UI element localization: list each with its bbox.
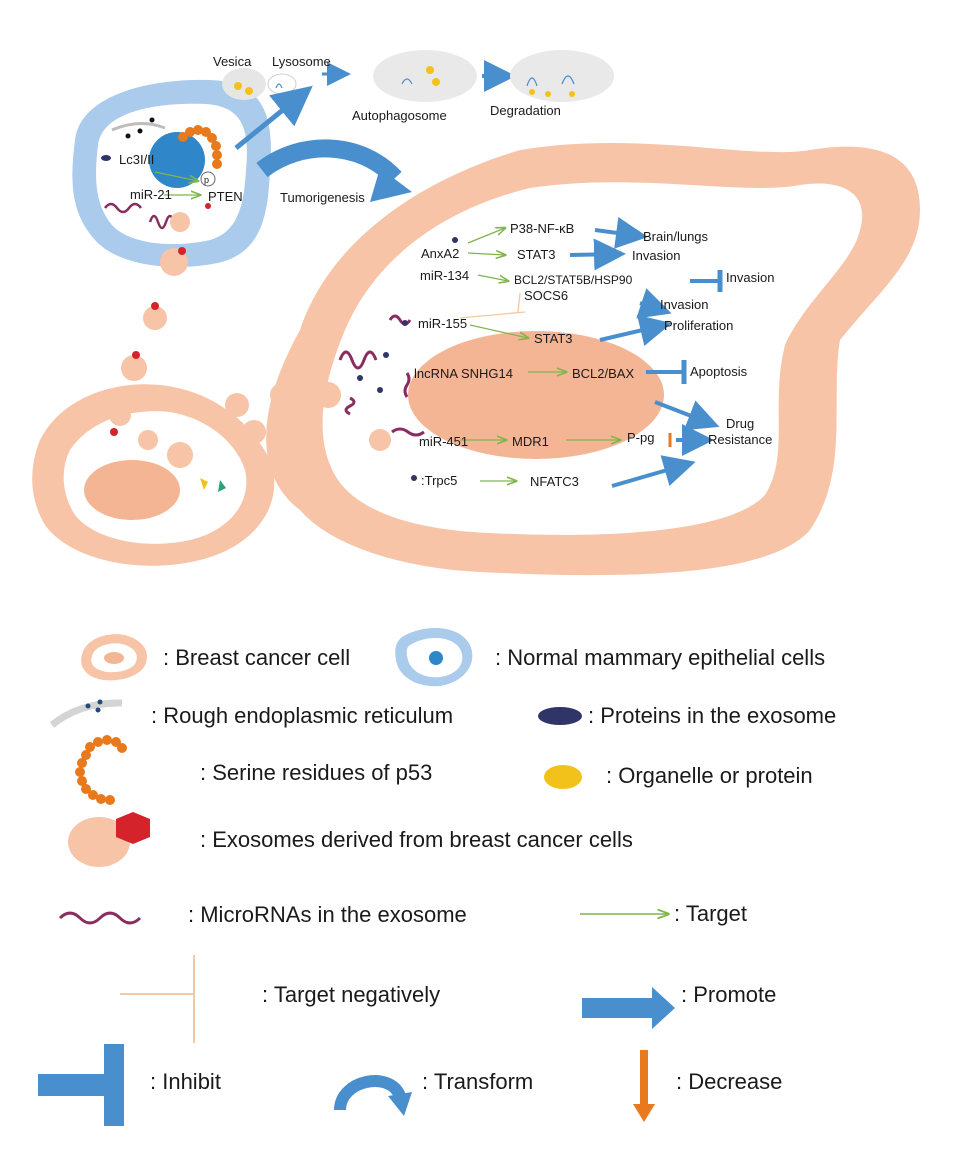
promote-arrow (234, 85, 313, 150)
label-p38: P38-NF-κB (510, 221, 574, 236)
legend-proteins: : Proteins in the exosome (538, 703, 836, 728)
legend-label-proteins: : Proteins in the exosome (588, 703, 836, 728)
exosome (160, 248, 188, 276)
proteins-in-cell (357, 237, 458, 481)
decrease-arrow-icon (640, 1050, 648, 1106)
legend-rough-er: : Rough endoplasmic reticulum (49, 699, 453, 728)
label-stat3-b: STAT3 (534, 331, 573, 346)
label-nfatc3: NFATC3 (530, 474, 579, 489)
label-proliferation: Proliferation (664, 318, 733, 333)
label-bcl2-stat5b: BCL2/STAT5B/HSP90 (514, 273, 633, 287)
label-autophagosome: Autophagosome (352, 108, 447, 123)
label-vesica: Vesica (213, 54, 252, 69)
legend-label-inhibit: : Inhibit (150, 1069, 221, 1094)
exosome-icon (68, 817, 130, 867)
label-lysosome: Lysosome (272, 54, 331, 69)
legend-label-micrornas: : MicroRNAs in the exosome (188, 902, 467, 927)
label-invasion-b: Invasion (726, 270, 774, 285)
legend-label-organelle: : Organelle or protein (606, 763, 813, 788)
organelle-icon (544, 765, 582, 789)
legend-label-target: : Target (674, 901, 747, 926)
label-invasion-c: Invasion (660, 297, 708, 312)
label-pten: PTEN (208, 189, 243, 204)
label-drug: Drug (726, 416, 754, 431)
legend-promote: : Promote (582, 982, 776, 1029)
legend-exosomes: : Exosomes derived from breast cancer ce… (68, 812, 633, 867)
legend-target: : Target (580, 901, 747, 926)
legend-breast-cancer-cell: : Breast cancer cell (81, 634, 350, 681)
label-mir155: miR-155 (418, 316, 467, 331)
tumorigenesis-transform-arrow (256, 139, 402, 185)
legend-organelle: : Organelle or protein (544, 763, 813, 789)
label-mir451: miR-451 (419, 434, 468, 449)
label-resistance: Resistance (708, 432, 772, 447)
serine-residues-chain (178, 125, 222, 169)
label-mir21: miR-21 (130, 187, 172, 202)
legend-label-promote: : Promote (681, 982, 776, 1007)
exosome-stream (109, 302, 391, 492)
small-breast-cancer-cell (32, 384, 275, 566)
legend-inhibit: : Inhibit (38, 1044, 221, 1126)
legend-decrease: : Decrease (633, 1050, 782, 1122)
legend-label-normal-cells: : Normal mammary epithelial cells (495, 645, 825, 670)
microrna-icon (58, 911, 142, 925)
legend-normal-cells: : Normal mammary epithelial cells (395, 627, 825, 687)
label-p: p (204, 175, 209, 185)
label-stat3-a: STAT3 (517, 247, 556, 262)
legend-transform: : Transform (334, 1069, 533, 1116)
inhibit-icon (38, 1074, 116, 1096)
exosome-marker-icon (116, 812, 150, 844)
label-ppg: P-pg (627, 430, 654, 445)
legend-label-breast-cancer-cell: : Breast cancer cell (163, 645, 350, 670)
legend-label-rough-er: : Rough endoplasmic reticulum (151, 703, 453, 728)
label-mir134: miR-134 (420, 268, 469, 283)
legend-target-negative: : Target negatively (120, 955, 440, 1043)
label-brain-lungs: Brain/lungs (643, 229, 709, 244)
label-degradation: Degradation (490, 103, 561, 118)
legend: : Breast cancer cell : Normal mammary ep… (38, 627, 836, 1126)
label-tumorigenesis: Tumorigenesis (280, 190, 365, 205)
serine-chain-icon (75, 735, 127, 805)
label-apoptosis: Apoptosis (690, 364, 748, 379)
rough-er-icon (49, 699, 123, 728)
label-mdr1: MDR1 (512, 434, 549, 449)
legend-label-exosomes: : Exosomes derived from breast cancer ce… (200, 827, 633, 852)
cancer-cell-nucleus (408, 331, 664, 459)
legend-serine: : Serine residues of p53 (75, 735, 432, 805)
label-lc3: Lc3I/II (119, 152, 154, 167)
large-breast-cancer-cell (266, 142, 920, 576)
label-bcl2-bax: BCL2/BAX (572, 366, 634, 381)
pathway-arrows (459, 216, 723, 488)
protein-icon (538, 707, 582, 725)
micrornas-in-cell (338, 314, 425, 437)
legend-label-target-negative: : Target negatively (262, 982, 440, 1007)
normal-cell-nucleus (149, 132, 205, 188)
legend-label-serine: : Serine residues of p53 (200, 760, 432, 785)
label-lncrna: lncRNA SNHG14 (414, 366, 513, 381)
diagram-labels: Vesica Lysosome Autophagosome Degradatio… (119, 54, 774, 489)
transform-arrow-icon (334, 1075, 406, 1111)
label-anxa2: AnxA2 (421, 246, 459, 261)
label-invasion-a: Invasion (632, 248, 680, 263)
small-cell-nucleus (84, 460, 180, 520)
legend-label-transform: : Transform (422, 1069, 533, 1094)
promote-arrow-icon (582, 987, 675, 1029)
normal-mammary-epithelial-cell (72, 79, 271, 267)
label-socs6: SOCS6 (524, 288, 568, 303)
label-trpc5: :Trpc5 (421, 473, 457, 488)
legend-micrornas: : MicroRNAs in the exosome (58, 902, 467, 927)
legend-label-decrease: : Decrease (676, 1069, 782, 1094)
